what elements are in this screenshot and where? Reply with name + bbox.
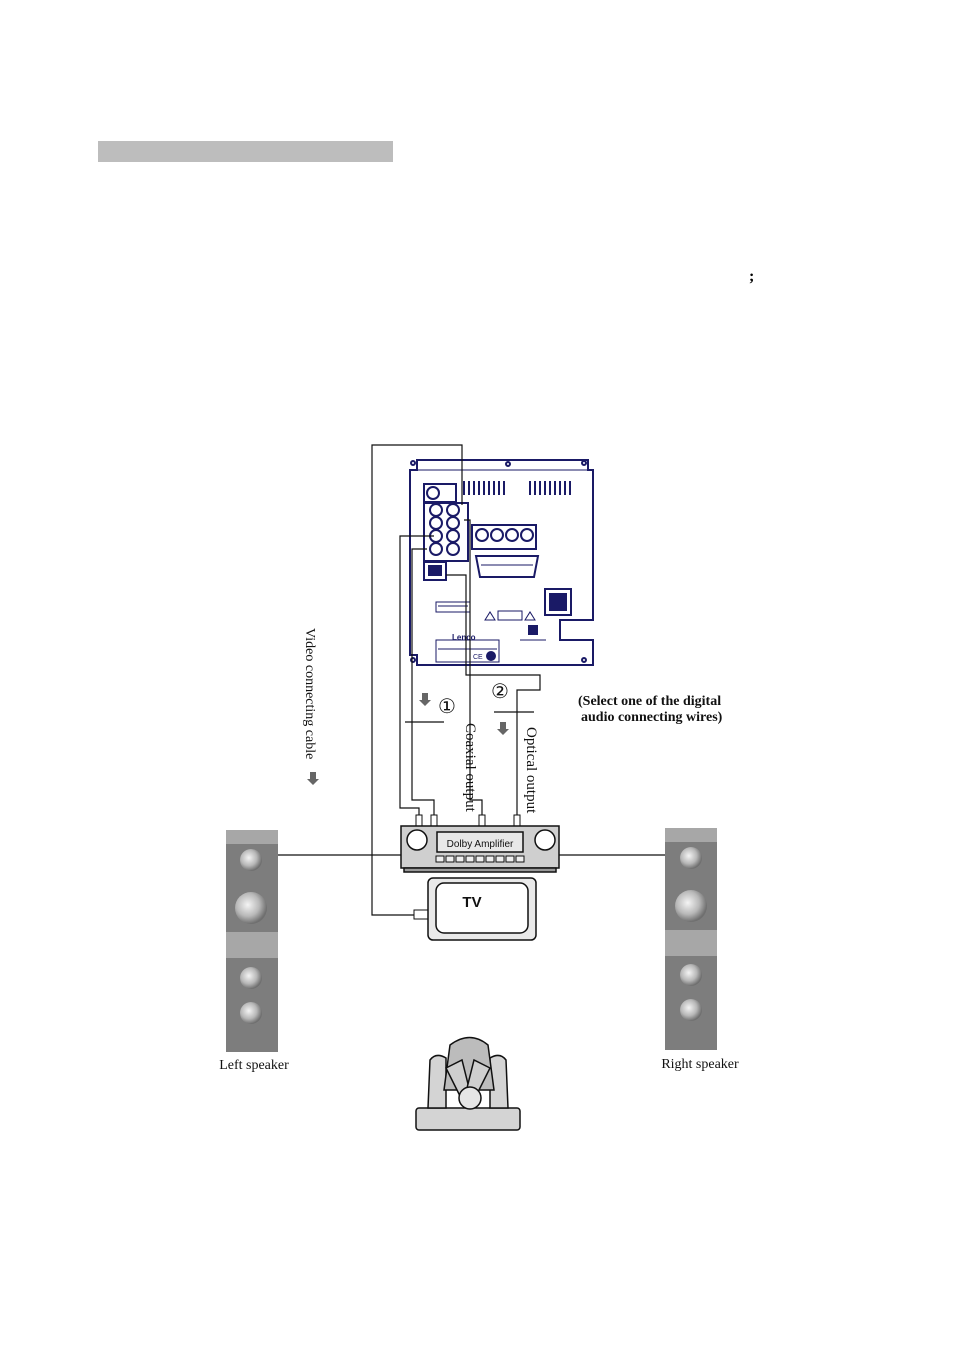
right-speaker-label: Right speaker bbox=[661, 1057, 739, 1072]
left-speaker-driver-4 bbox=[240, 1002, 262, 1024]
power-socket bbox=[544, 588, 572, 616]
coaxial-output-label: Coaxial output bbox=[462, 723, 478, 813]
scart-connector bbox=[474, 555, 540, 578]
dvd-player-back-panel bbox=[409, 459, 594, 666]
right-speaker-driver-4 bbox=[680, 999, 702, 1021]
note-line-2: audio connecting wires) bbox=[581, 710, 723, 725]
optical-output-label: Optical output bbox=[523, 727, 539, 814]
audio-cable-right bbox=[411, 548, 435, 818]
video-cable-label: Video connecting cable bbox=[302, 628, 317, 759]
stray-semicolon: ; bbox=[749, 268, 755, 285]
direction-arrows bbox=[307, 693, 509, 785]
cables bbox=[371, 444, 541, 916]
audio-output-block bbox=[471, 524, 537, 550]
tv-set bbox=[427, 877, 537, 941]
amplifier-button-row bbox=[435, 855, 525, 863]
rca-plugs bbox=[413, 814, 521, 920]
marker-2: ② bbox=[491, 681, 509, 703]
dolby-amplifier bbox=[400, 825, 560, 873]
amplifier-label: Dolby Amplifier bbox=[447, 839, 514, 850]
left-speaker-driver-3 bbox=[240, 967, 262, 989]
left-speaker-label: Left speaker bbox=[219, 1058, 289, 1073]
player-brand-label: Lenco bbox=[452, 633, 476, 642]
video-cable bbox=[371, 444, 463, 916]
vent-grille-left bbox=[463, 481, 505, 495]
rating-label bbox=[435, 639, 500, 663]
tv-label: TV bbox=[462, 894, 481, 911]
audio-cable-left bbox=[399, 535, 434, 818]
left-speaker bbox=[226, 830, 278, 1052]
section-heading-bar bbox=[98, 141, 393, 162]
optical-port bbox=[423, 561, 447, 581]
left-speaker-tweeter bbox=[240, 849, 262, 871]
optical-cable bbox=[446, 574, 541, 818]
right-speaker-woofer bbox=[675, 890, 707, 922]
marker-1: ① bbox=[438, 696, 456, 718]
left-speaker-woofer bbox=[235, 892, 267, 924]
right-speaker bbox=[665, 828, 717, 1050]
note-line-1: (Select one of the digital bbox=[578, 694, 721, 709]
ce-mark: CE bbox=[473, 654, 483, 661]
coaxial-cable bbox=[464, 519, 483, 818]
right-speaker-tweeter bbox=[680, 847, 702, 869]
right-speaker-driver-3 bbox=[680, 964, 702, 986]
listener-armchair bbox=[415, 1036, 521, 1131]
vent-grille-right bbox=[529, 481, 571, 495]
